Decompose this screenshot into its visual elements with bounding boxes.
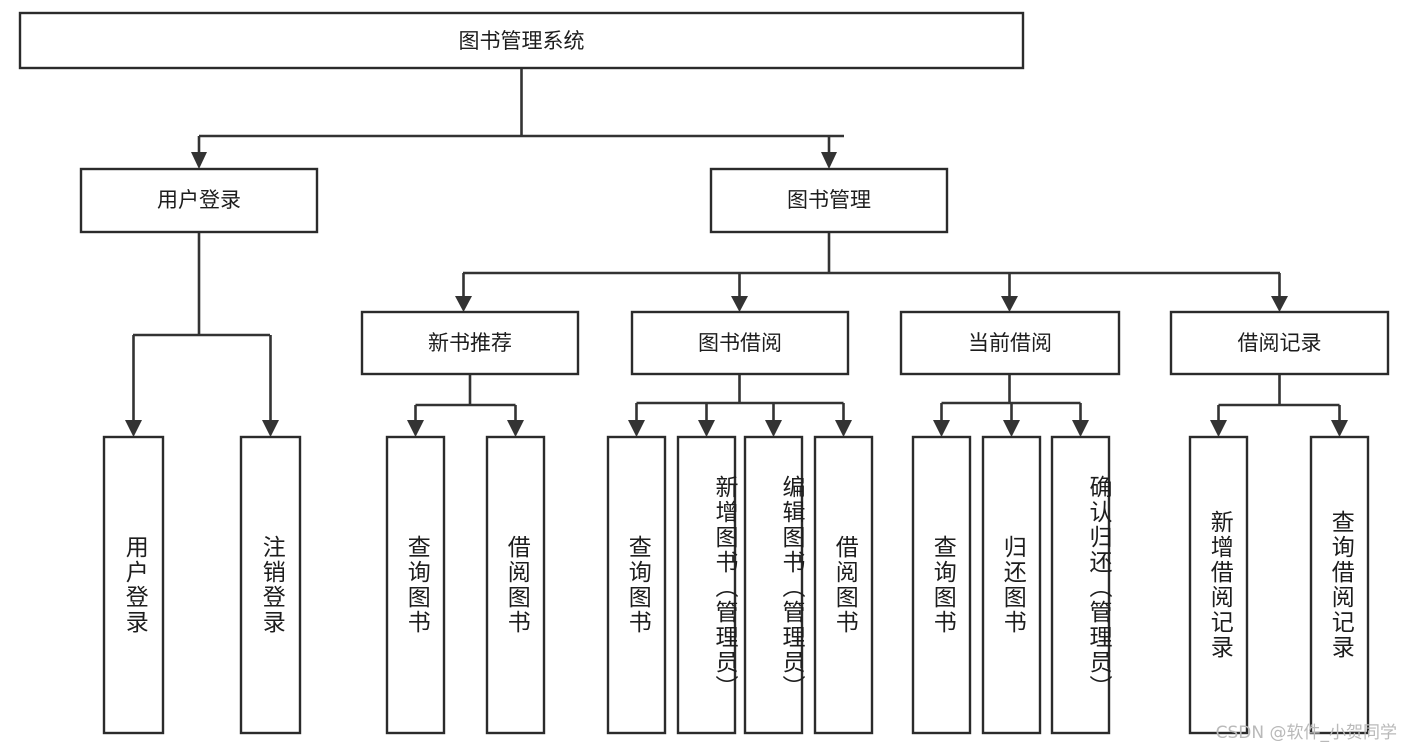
arrowhead-user-login <box>191 152 207 169</box>
connector-group-book-manage <box>455 232 1288 312</box>
node-new-book-recommend[interactable]: 新书推荐 <box>360 310 580 376</box>
leaf-edit-book-box[interactable] <box>743 435 804 735</box>
arrowhead-leaf-borrow-book-2 <box>835 420 852 437</box>
node-new-book-recommend-box[interactable] <box>360 310 580 376</box>
arrowhead-leaf-return-book <box>1003 420 1020 437</box>
arrowhead-leaf-logout <box>262 420 279 437</box>
arrowhead-book-borrow <box>731 296 748 312</box>
node-user-login-label: 用户登录 <box>157 188 241 212</box>
arrowhead-leaf-user-login <box>125 420 142 437</box>
leaf-borrow-book-1-box[interactable] <box>485 435 546 735</box>
leaf-confirm-return-box[interactable] <box>1050 435 1111 735</box>
node-borrow-record[interactable]: 借阅记录 <box>1169 310 1390 376</box>
leaf-user-login-box[interactable] <box>102 435 165 735</box>
arrowhead-leaf-confirm-return <box>1072 420 1089 437</box>
leaf-query-book-1-box[interactable] <box>385 435 446 735</box>
node-borrow-record-box[interactable] <box>1169 310 1390 376</box>
connector-group-user-login <box>125 232 279 437</box>
node-root-label: 图书管理系统 <box>459 29 585 53</box>
leaf-borrow-book-2-box[interactable] <box>813 435 874 735</box>
node-current-borrow-label: 当前借阅 <box>968 331 1052 355</box>
node-user-login[interactable]: 用户登录 <box>79 167 319 234</box>
node-current-borrow-box[interactable] <box>899 310 1121 376</box>
leaf-box-group <box>102 435 1370 735</box>
arrowhead-leaf-borrow-book-1 <box>507 420 524 437</box>
node-book-borrow-box[interactable] <box>630 310 850 376</box>
node-root-box[interactable] <box>18 11 1025 70</box>
connector-group-book-borrow <box>628 374 852 437</box>
node-root[interactable]: 图书管理系统 <box>18 11 1025 70</box>
node-book-manage-box[interactable] <box>709 167 949 234</box>
arrowhead-leaf-add-book <box>698 420 715 437</box>
arrowhead-leaf-query-book-1 <box>407 420 424 437</box>
arrowhead-new-book-recommend <box>455 296 472 312</box>
arrowhead-leaf-query-record <box>1331 420 1348 437</box>
node-book-manage-label: 图书管理 <box>787 188 871 212</box>
connector-group-root <box>191 68 844 169</box>
csdn-watermark: CSDN @软件_小贺同学 <box>1215 723 1397 743</box>
connector-group-current-borrow <box>933 374 1089 437</box>
leaf-query-record-box[interactable] <box>1309 435 1370 735</box>
arrowhead-borrow-record <box>1271 296 1288 312</box>
node-user-login-box[interactable] <box>79 167 319 234</box>
node-book-manage[interactable]: 图书管理 <box>709 167 949 234</box>
node-borrow-record-label: 借阅记录 <box>1238 331 1322 355</box>
leaf-query-book-2-box[interactable] <box>606 435 667 735</box>
arrowhead-leaf-query-book-3 <box>933 420 950 437</box>
leaf-add-record-box[interactable] <box>1188 435 1249 735</box>
arrowhead-leaf-edit-book <box>765 420 782 437</box>
arrowhead-current-borrow <box>1001 296 1018 312</box>
arrowhead-book-manage <box>821 152 837 169</box>
leaf-add-book-box[interactable] <box>676 435 737 735</box>
leaf-query-book-3-box[interactable] <box>911 435 972 735</box>
node-book-borrow-label: 图书借阅 <box>698 331 782 355</box>
connector-group-new-book-recommend <box>407 374 524 437</box>
arrowhead-leaf-add-record <box>1210 420 1227 437</box>
connector-group-borrow-record <box>1210 374 1348 437</box>
node-book-borrow[interactable]: 图书借阅 <box>630 310 850 376</box>
node-new-book-recommend-label: 新书推荐 <box>428 331 512 355</box>
leaf-return-book-box[interactable] <box>981 435 1042 735</box>
arrowhead-leaf-query-book-2 <box>628 420 645 437</box>
node-current-borrow[interactable]: 当前借阅 <box>899 310 1121 376</box>
leaf-logout-box[interactable] <box>239 435 302 735</box>
